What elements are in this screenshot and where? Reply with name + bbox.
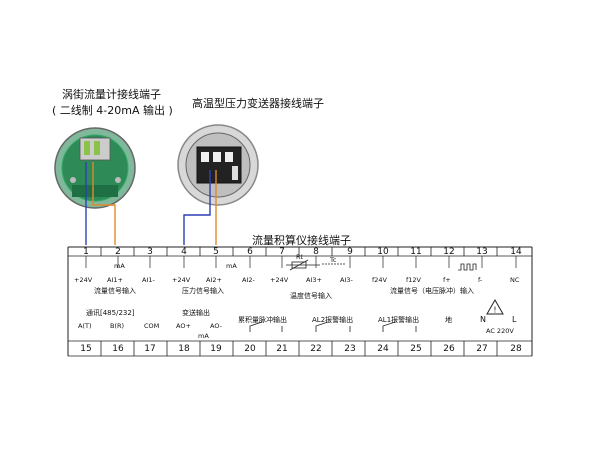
group-al2-output: AL2报警输出	[312, 316, 354, 324]
terminal-28: 28	[510, 344, 522, 354]
group-ground: 地	[445, 316, 452, 324]
terminal-20: 20	[244, 344, 256, 354]
label-t5: AI2+	[206, 276, 222, 284]
terminal-24: 24	[377, 344, 389, 354]
label-t12: f+	[443, 276, 451, 284]
svg-text:!: !	[493, 306, 496, 315]
terminal-5: 5	[213, 247, 219, 257]
group-flow-input: 流量信号输入	[94, 287, 136, 295]
label-br: B(R)	[110, 322, 125, 330]
terminal-16: 16	[112, 344, 124, 354]
terminal-11: 11	[410, 247, 422, 257]
terminal-3: 3	[147, 247, 153, 257]
group-accum-pulse-output: 累积量脉冲输出	[238, 316, 287, 324]
group-flow-pulse-input: 流量信号（电压脉冲）输入	[390, 287, 474, 295]
label-ao-minus: AO-	[210, 322, 222, 330]
terminal-13: 13	[476, 247, 488, 257]
terminal-4: 4	[181, 247, 187, 257]
label-ma-1: mA	[114, 262, 125, 270]
terminal-14: 14	[510, 247, 522, 257]
group-transmit-output: 变送输出	[182, 309, 210, 317]
label-rt: Rt	[296, 253, 304, 261]
terminal-21: 21	[276, 344, 288, 354]
group-comm: 通讯[485/232]	[86, 309, 135, 317]
label-tc: Tc	[330, 256, 337, 264]
label-ac220v: AC 220V	[486, 327, 514, 335]
terminal-25: 25	[410, 344, 422, 354]
label-t6: AI2-	[242, 276, 255, 284]
terminal-18: 18	[178, 344, 190, 354]
pressure-blue-wire	[183, 170, 211, 245]
label-l: L	[512, 315, 517, 324]
totalizer-title: 流量积算仪接线端子	[252, 234, 351, 247]
label-t8: AI3+	[306, 276, 322, 284]
terminal-8: 8	[313, 247, 319, 257]
terminal-2: 2	[115, 247, 121, 257]
label-ma-out: mA	[198, 332, 209, 340]
label-t9: AI3-	[340, 276, 353, 284]
label-t7: +24V	[270, 276, 289, 284]
vortex-terminal-image	[54, 127, 136, 209]
label-t4: +24V	[172, 276, 191, 284]
vortex-title: 涡街流量计接线端子	[62, 88, 161, 101]
group-temp-input: 温度信号输入	[290, 292, 332, 300]
label-t13: f-	[478, 276, 483, 284]
label-t10: f24V	[372, 276, 388, 284]
terminal-9: 9	[347, 247, 353, 257]
terminal-22: 22	[310, 344, 322, 354]
group-pressure-input: 压力信号输入	[182, 287, 224, 295]
terminal-1: 1	[83, 247, 89, 257]
terminal-block	[67, 246, 533, 357]
terminal-7: 7	[279, 247, 285, 257]
vortex-orange-wire	[92, 162, 116, 245]
terminal-27: 27	[476, 344, 488, 354]
terminal-10: 10	[377, 247, 389, 257]
terminal-19: 19	[210, 344, 222, 354]
label-t14: NC	[510, 276, 520, 284]
terminal-23: 23	[344, 344, 356, 354]
label-n: N	[480, 315, 486, 324]
label-t1: +24V	[74, 276, 93, 284]
label-t3: AI1-	[142, 276, 155, 284]
terminal-26: 26	[443, 344, 455, 354]
pressure-title: 高温型压力变送器接线端子	[192, 97, 324, 110]
label-at: A(T)	[78, 322, 92, 330]
group-al1-output: AL1报警输出	[378, 316, 420, 324]
label-ma-2: mA	[226, 262, 237, 270]
terminal-15: 15	[80, 344, 92, 354]
label-ao-plus: AO+	[176, 322, 191, 330]
terminal-17: 17	[144, 344, 156, 354]
label-t2: AI1+	[107, 276, 123, 284]
pressure-terminal-image	[177, 124, 259, 206]
vortex-subtitle: ( 二线制 4-20mA 输出 )	[52, 104, 173, 117]
terminal-12: 12	[443, 247, 455, 257]
label-t11: f12V	[406, 276, 422, 284]
label-com: COM	[144, 322, 160, 330]
terminal-6: 6	[247, 247, 253, 257]
